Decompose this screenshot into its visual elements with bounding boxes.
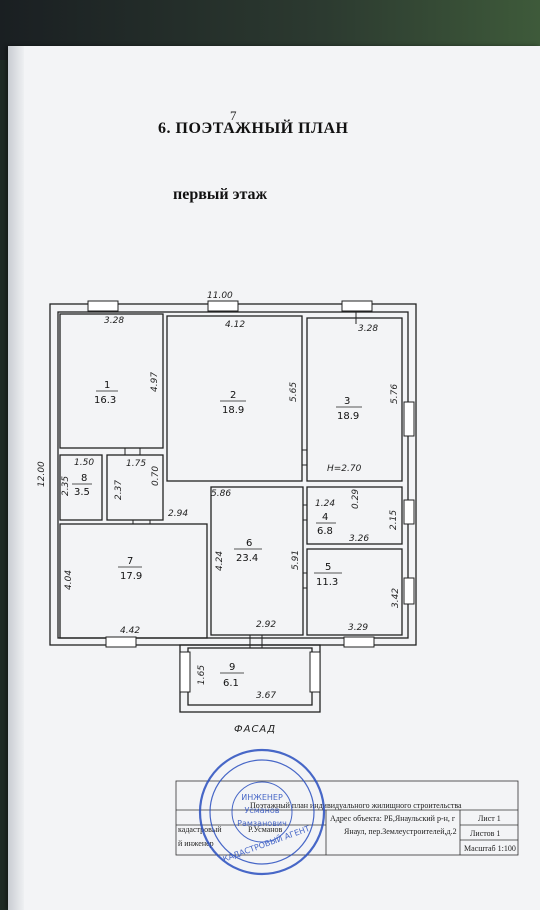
room-4-area: 6.8	[317, 526, 333, 537]
tb-sheets: Листов 1	[470, 829, 500, 838]
room-2-outline	[166, 315, 303, 482]
dim-hall-h: 2.37	[114, 480, 124, 500]
dim-r4-w: 1.24	[315, 499, 335, 509]
dim-r5-h: 3.42	[391, 588, 401, 608]
window	[105, 636, 137, 648]
dim-r5-w: 3.29	[348, 623, 368, 633]
inner-wall	[57, 311, 409, 639]
ceiling-height: H=2.70	[327, 464, 362, 474]
dim-r4-s: 0.29	[351, 489, 361, 509]
room-9-number: 9	[229, 662, 235, 673]
dim-r8-h: 2.35	[61, 476, 71, 496]
dim-r2-h: 5.65	[289, 382, 299, 402]
window	[403, 499, 415, 525]
tb-cadastral: кадастровый	[178, 825, 222, 834]
dim-r9-w: 3.67	[256, 691, 276, 701]
dim-r7-w: 4.42	[120, 626, 140, 636]
room-1-outline	[59, 313, 164, 449]
room-3-outline	[306, 317, 403, 482]
window	[309, 651, 321, 693]
section-title: 6. ПОЭТАЖНЫЙ ПЛАН	[158, 120, 349, 137]
room-7-number: 7	[127, 556, 133, 567]
window	[341, 300, 373, 312]
room-6-outline	[210, 486, 304, 636]
room-7-area: 17.9	[120, 571, 142, 582]
room-5-number: 5	[325, 562, 331, 573]
room-9-area: 6.1	[223, 678, 239, 689]
overall-width: 11.00	[207, 291, 233, 301]
window	[403, 401, 415, 437]
dim-r6-b: 2.92	[256, 620, 276, 630]
facade-label: ФАСАД	[234, 724, 276, 735]
room-2-number: 2	[230, 390, 236, 401]
window	[179, 651, 191, 693]
binder-edge	[8, 46, 24, 910]
tb-engineer: й инженер	[178, 839, 214, 848]
window	[207, 300, 239, 312]
room-6-area: 23.4	[236, 553, 258, 564]
room-4-number: 4	[322, 512, 328, 523]
window	[343, 636, 375, 648]
room-1-number: 1	[104, 380, 110, 391]
stamp-line-2: Усманов	[244, 806, 279, 815]
tb-address-2: Янаул, пер.Землеустроителей,д.2	[344, 827, 457, 836]
hall-outline	[106, 454, 164, 521]
dim-r7-h: 4.04	[64, 570, 74, 590]
stamp-line-1: ИНЖЕНЕР	[241, 793, 283, 802]
document-page: 7 6. ПОЭТАЖНЫЙ ПЛАН первый этаж	[8, 46, 540, 910]
page-number: 7	[230, 108, 237, 123]
room-8-number: 8	[81, 473, 87, 484]
tb-address-1: Адрес объекта: РБ,Янаульский р-н, г	[330, 814, 456, 823]
dim-r9-h: 1.65	[197, 665, 207, 685]
tb-sheet: Лист 1	[478, 814, 501, 823]
dim-hall-w: 1.75	[126, 459, 146, 469]
dim-r4-b: 3.26	[349, 534, 369, 544]
room-5-area: 11.3	[316, 577, 338, 588]
outer-wall	[49, 303, 417, 646]
dim-r1-w: 3.28	[104, 316, 124, 326]
dim-r6-h: 5.91	[291, 550, 301, 570]
dim-r2-w: 4.12	[225, 320, 245, 330]
tb-engineer-name: Р.Усманов	[248, 825, 283, 834]
room-2-area: 18.9	[222, 405, 244, 416]
room-5-outline	[306, 548, 403, 636]
window	[403, 577, 415, 605]
stamp-line-3: Рамзанович	[237, 819, 287, 828]
dim-r8-w: 1.50	[74, 458, 94, 468]
floor-title: первый этаж	[173, 186, 268, 203]
dim-r3-w: 3.28	[358, 324, 378, 334]
room-3-number: 3	[344, 396, 350, 407]
tb-scale: Масштаб 1:100	[464, 844, 516, 853]
dim-r1-h: 4.97	[150, 372, 160, 392]
seal-stamp: ИНЖЕНЕР Усманов Рамзанович КАДАСТРОВЫЙ А…	[198, 748, 326, 876]
overall-depth: 12.00	[37, 461, 47, 487]
tb-object-type: Поэтажный план индивидуального жилищного…	[250, 801, 462, 810]
room-3-area: 18.9	[337, 411, 359, 422]
room-1-area: 16.3	[94, 395, 116, 406]
room-8-area: 3.5	[74, 487, 90, 498]
room-8-outline	[59, 454, 103, 521]
title-block	[175, 780, 519, 856]
dim-r6-l: 4.24	[215, 551, 225, 571]
dim-hall-s: 0.70	[151, 466, 161, 486]
room-6-number: 6	[246, 538, 252, 549]
window	[87, 300, 119, 312]
dim-r3-h: 5.76	[390, 384, 400, 404]
dim-r2-b: 5.86	[211, 489, 231, 499]
room-4-outline	[306, 486, 403, 545]
dim-r6-w: 2.94	[168, 509, 188, 519]
dim-r4-h: 2.15	[389, 510, 399, 530]
